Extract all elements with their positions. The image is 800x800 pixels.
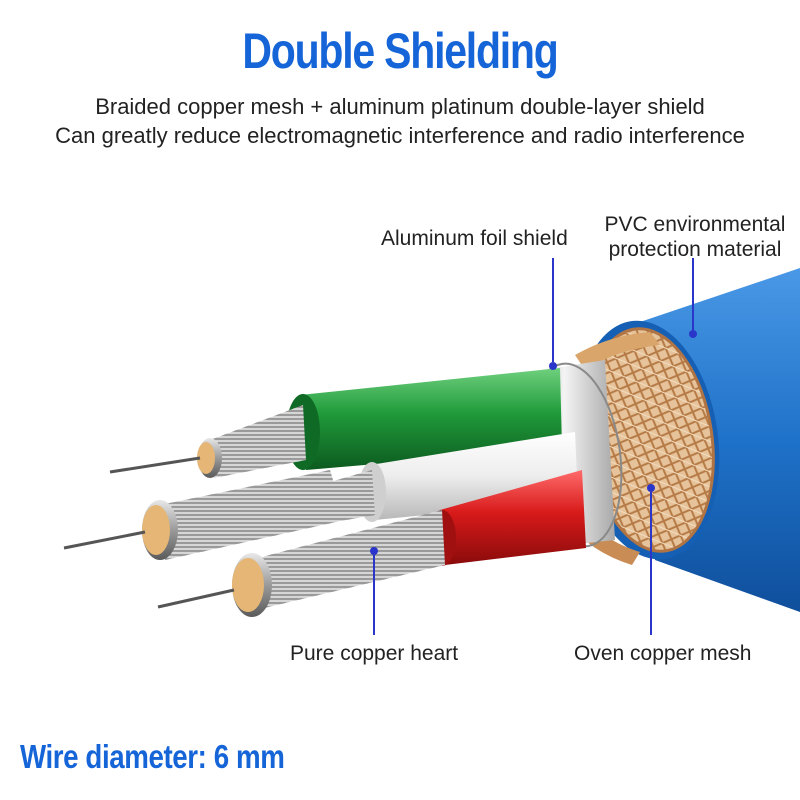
red-conductor (157, 470, 586, 617)
leader-lines (370, 258, 697, 635)
label-oven-copper-mesh: Oven copper mesh (574, 642, 752, 665)
page-title: Double Shielding (242, 23, 558, 79)
label-aluminum-foil-shield: Aluminum foil shield (381, 227, 568, 250)
bare-conductor-left (63, 470, 345, 560)
subtitle-line-1: Braided copper mesh + aluminum platinum … (95, 94, 705, 119)
label-pvc-line-1: PVC environmental (604, 213, 786, 236)
green-conductor (109, 368, 562, 478)
subtitle-line-2: Can greatly reduce electromagnetic inter… (55, 123, 745, 148)
label-pure-copper-heart: Pure copper heart (290, 642, 459, 665)
wire-diameter-caption: Wire diameter: 6 mm (20, 738, 285, 775)
label-pvc-material: PVC environmental protection material (598, 212, 792, 262)
label-pvc-line-2: protection material (608, 238, 782, 261)
